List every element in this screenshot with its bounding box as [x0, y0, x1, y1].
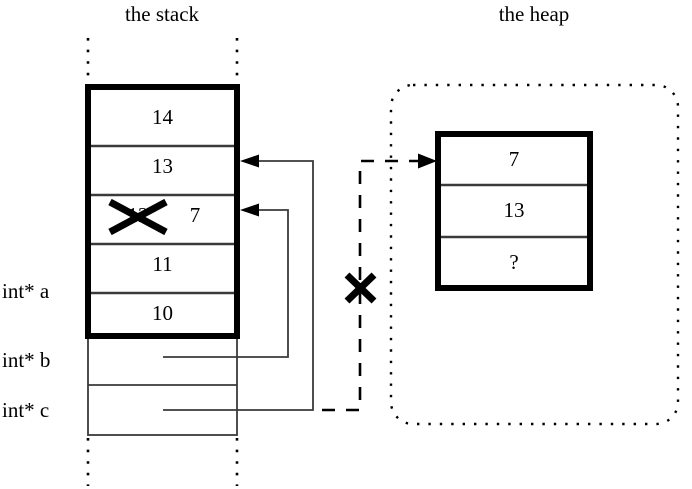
variable-label-b: int* b	[2, 348, 51, 372]
heap-cell-value-0: 7	[508, 147, 520, 171]
pointer-b-arrow	[163, 203, 289, 358]
stack-value-box	[85, 84, 240, 339]
stack-cell-value-0: 14	[152, 105, 173, 129]
stack-pointer-rows-frame	[87, 335, 238, 436]
stack-dotted-top-guides	[86, 38, 239, 86]
stack-title: the stack	[124, 2, 200, 26]
variable-label-a: int* a	[2, 279, 50, 303]
stack-cell-value-1: 13	[152, 154, 173, 178]
dashed-pointer-to-heap	[322, 153, 437, 412]
stack-dotted-bottom-guides	[86, 438, 239, 486]
cancel-x-icon	[344, 272, 377, 304]
heap-allocated-block	[435, 131, 593, 291]
stack-cell-value-2-updated: 7	[189, 203, 201, 227]
heap-cell-value-2: ?	[509, 250, 519, 274]
stack-cell-value-3: 11	[152, 252, 173, 276]
stack-cell-value-2-struck: 12	[127, 203, 149, 227]
stack-cell-value-4: 10	[152, 301, 173, 325]
struck-value-x-icon	[108, 198, 168, 236]
heap-cell-value-1: 13	[503, 198, 525, 222]
variable-label-c: int* c	[2, 398, 50, 422]
heap-title: the heap	[498, 2, 570, 26]
pointer-c-arrow	[163, 154, 314, 411]
